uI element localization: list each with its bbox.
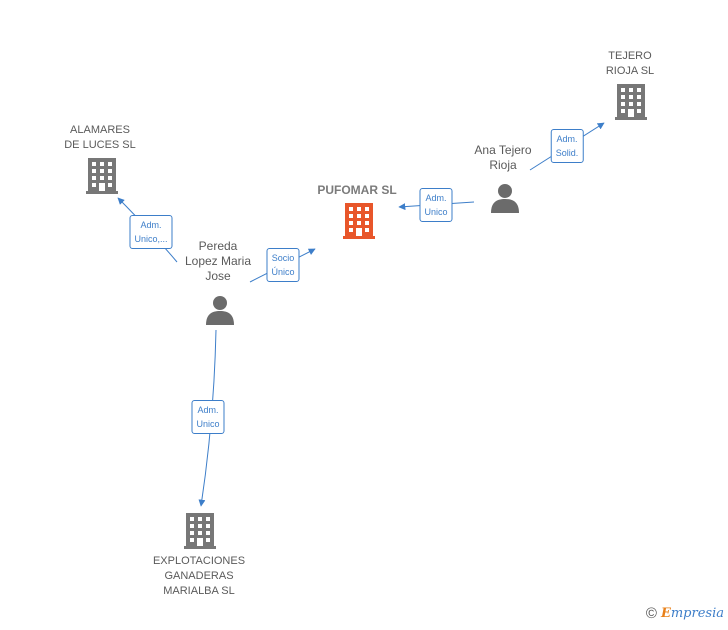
empresia-logo: Empresia <box>660 606 724 621</box>
edge-label-pereda-to-pufomar: Socio Único <box>266 248 300 282</box>
person-icon-pereda[interactable] <box>206 296 234 325</box>
edges <box>117 122 605 507</box>
footer-brand: © Empresia <box>646 605 724 622</box>
node-label-alamares[interactable]: ALAMARES DE LUCES SL <box>64 124 136 151</box>
person-icon-ana-tejero[interactable] <box>491 184 519 213</box>
building-icon-explotaciones[interactable] <box>184 513 216 549</box>
node-label-pereda[interactable]: Pereda Lopez Maria Jose <box>184 239 252 283</box>
copyright-symbol: © <box>645 605 657 622</box>
building-icon-tejero-rioja[interactable] <box>615 84 647 120</box>
edge-label-pereda-to-explotaciones: Adm. Unico <box>191 400 225 434</box>
node-label-tejero-rioja[interactable]: TEJERO RIOJA SL <box>605 50 655 77</box>
building-icon-pufomar[interactable] <box>343 203 375 239</box>
edge-label-ana-to-tejero: Adm. Solid. <box>550 129 584 163</box>
edge-label-ana-to-pufomar: Adm. Unico <box>419 188 453 222</box>
node-label-ana-tejero[interactable]: Ana Tejero Rioja <box>474 143 532 172</box>
building-icon-alamares[interactable] <box>86 158 118 194</box>
node-label-explotaciones[interactable]: EXPLOTACIONES GANADERAS MARIALBA SL <box>152 555 246 597</box>
node-label-pufomar[interactable]: PUFOMAR SL <box>317 183 397 197</box>
edge-label-pereda-to-alamares: Adm. Unico,... <box>129 215 173 249</box>
